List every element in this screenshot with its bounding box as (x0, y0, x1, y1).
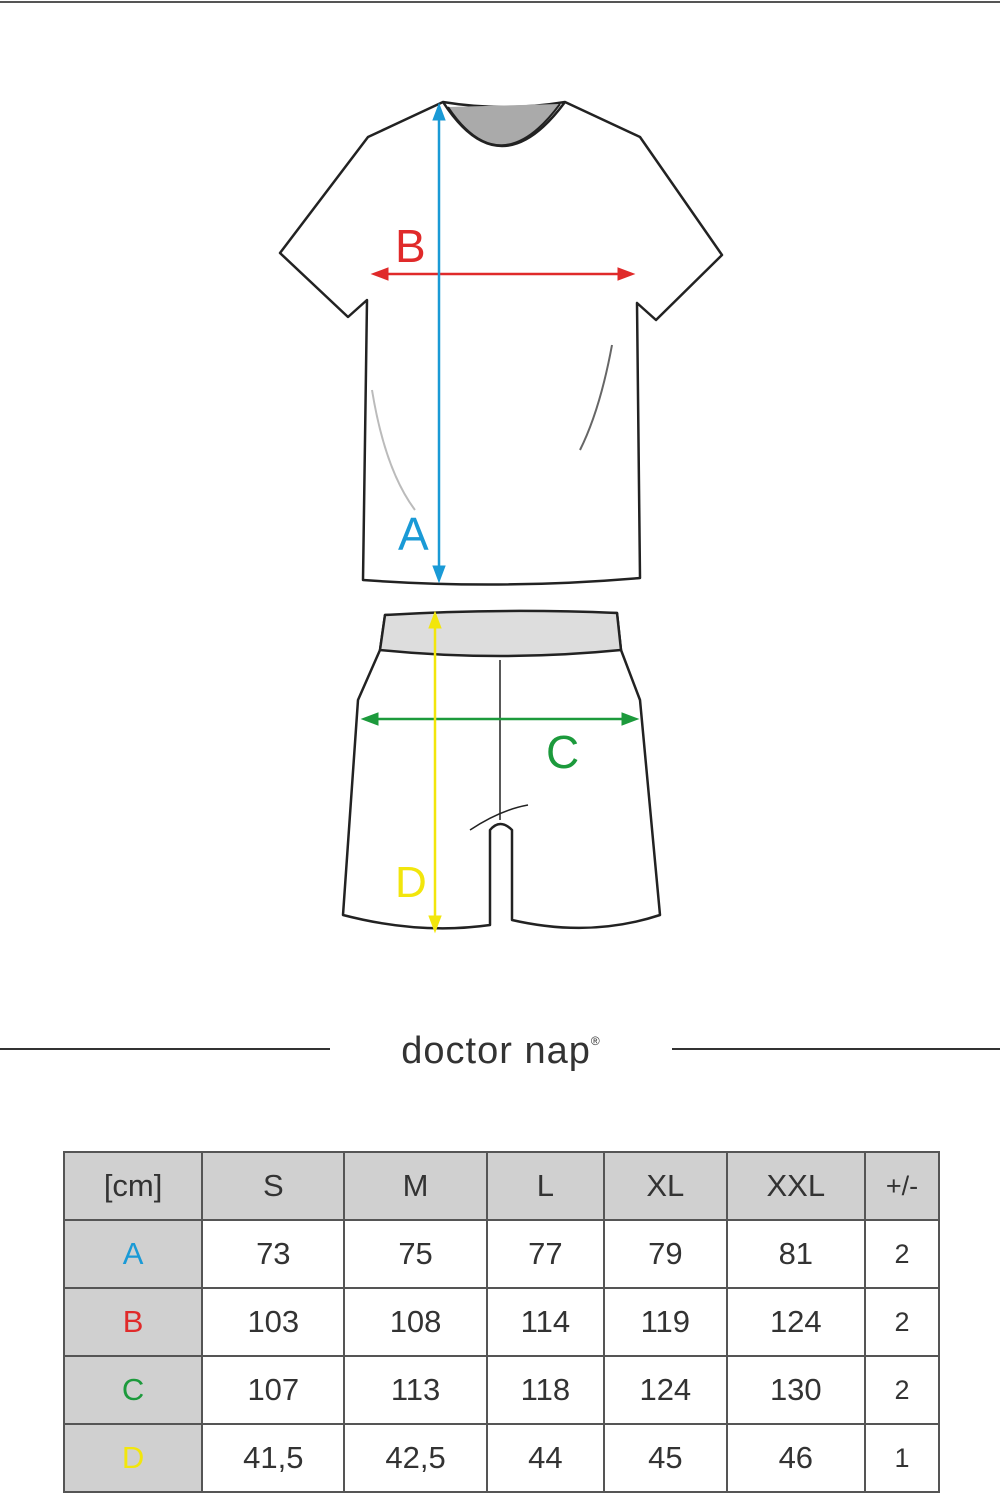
label-c: C (546, 726, 579, 778)
table-cell: 113 (343, 1355, 488, 1425)
table-cell: 81 (725, 1219, 867, 1289)
table-cell: 119 (603, 1287, 728, 1357)
table-cell: 46 (725, 1423, 867, 1493)
measure-d-arrow (428, 610, 442, 934)
table-cell: 42,5 (343, 1423, 488, 1493)
table-cell: 45 (603, 1423, 728, 1493)
shorts-illustration (341, 609, 662, 930)
table-cell: 124 (725, 1287, 867, 1357)
label-b: B (395, 220, 426, 272)
tolerance-cell: 2 (864, 1287, 940, 1357)
tolerance-cell: 2 (864, 1355, 940, 1425)
row-label: A (62, 1219, 204, 1289)
tolerance-header: +/- (864, 1151, 940, 1221)
table-row: D 41,5 42,5 44 45 46 1 (62, 1423, 940, 1493)
measure-b-arrow (370, 267, 636, 281)
table-cell: 108 (343, 1287, 488, 1357)
unit-header: [cm] (62, 1151, 204, 1221)
table-row: B 103 108 114 119 124 2 (62, 1287, 940, 1357)
table-cell: 79 (603, 1219, 728, 1289)
row-label: C (62, 1355, 204, 1425)
row-label: B (62, 1287, 204, 1357)
table-header-row: [cm] S M L XL XXL +/- (62, 1151, 940, 1221)
brand-logo: doctor nap® (330, 1030, 672, 1073)
size-table: [cm] S M L XL XXL +/- A 73 75 77 79 81 2… (62, 1151, 940, 1493)
table-row: C 107 113 118 124 130 2 (62, 1355, 940, 1425)
table-cell: 124 (603, 1355, 728, 1425)
table-cell: 41,5 (201, 1423, 346, 1493)
tolerance-cell: 1 (864, 1423, 940, 1493)
table-cell: 103 (201, 1287, 346, 1357)
size-header: XL (603, 1151, 728, 1221)
table-cell: 130 (725, 1355, 867, 1425)
table-cell: 75 (343, 1219, 488, 1289)
table-cell: 114 (485, 1287, 606, 1357)
table-row: A 73 75 77 79 81 2 (62, 1219, 940, 1289)
table-cell: 77 (485, 1219, 606, 1289)
registered-mark: ® (590, 1034, 601, 1048)
size-header: XXL (725, 1151, 867, 1221)
table-cell: 44 (485, 1423, 606, 1493)
size-header: L (485, 1151, 606, 1221)
label-d: D (395, 858, 427, 907)
tshirt-illustration (278, 100, 724, 586)
brand-name: doctor nap (401, 1030, 591, 1072)
size-header: M (343, 1151, 488, 1221)
table-cell: 107 (201, 1355, 346, 1425)
label-a: A (398, 508, 429, 560)
measure-c-arrow (360, 712, 640, 726)
size-header: S (201, 1151, 346, 1221)
measure-a-arrow (432, 102, 446, 584)
table-cell: 73 (201, 1219, 346, 1289)
row-label: D (62, 1423, 204, 1493)
tolerance-cell: 2 (864, 1219, 940, 1289)
table-cell: 118 (485, 1355, 606, 1425)
